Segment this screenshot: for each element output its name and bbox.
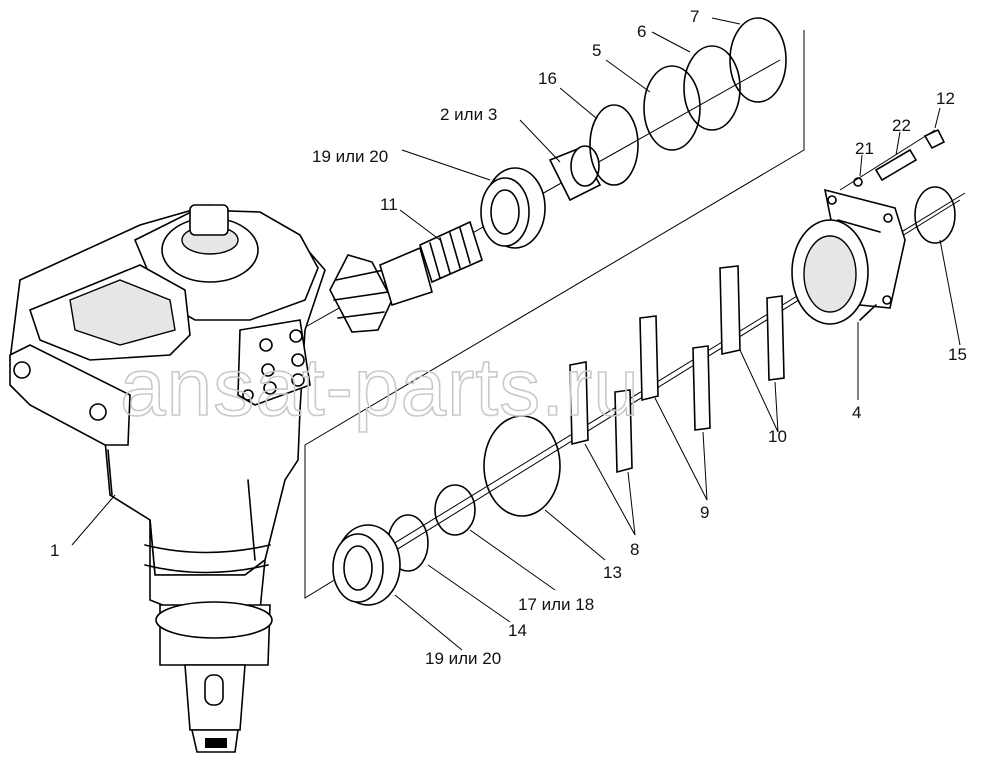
- label-part-14: 14: [508, 621, 527, 640]
- label-part-7: 7: [690, 7, 699, 26]
- label-part-5: 5: [592, 41, 601, 60]
- label-part-13: 13: [603, 563, 622, 582]
- label-part-22: 22: [892, 116, 911, 135]
- shim-plates-9: [639, 315, 711, 431]
- label-part-4: 4: [852, 403, 861, 422]
- spacer-ring: [434, 484, 476, 536]
- label-part-17-or-18: 17 или 18: [518, 595, 594, 614]
- snap-ring-16: [589, 104, 639, 186]
- gearbox-housing: [9, 204, 326, 753]
- bevel-gear-shaft: [329, 220, 483, 333]
- label-part-6: 6: [637, 22, 646, 41]
- watermark: ansat-parts.ru: [120, 342, 640, 433]
- assembly-axes: [299, 59, 961, 561]
- label-part-10: 10: [768, 427, 787, 446]
- shims-5-6-7: [643, 17, 787, 151]
- label-part-15: 15: [948, 345, 967, 364]
- label-part-12: 12: [936, 89, 955, 108]
- callout-labels: 1 2 или 3 4 5 6 7 8 9 10 11 12 13 14 15 …: [50, 7, 967, 668]
- sleeve: [548, 145, 602, 202]
- label-part-16: 16: [538, 69, 557, 88]
- label-part-11: 11: [380, 195, 398, 214]
- flange-housing: [791, 188, 906, 325]
- bearing-top: [480, 167, 546, 249]
- label-part-19-or-20-top: 19 или 20: [312, 147, 388, 166]
- label-part-19-or-20-bottom: 19 или 20: [425, 649, 501, 668]
- shim-plates-8: [569, 361, 633, 474]
- bearing-bottom: [332, 524, 401, 606]
- shim-plates-10: [719, 265, 785, 381]
- label-part-8: 8: [630, 540, 639, 559]
- assembly-frame: [304, 30, 966, 599]
- o-ring-13: [483, 415, 561, 517]
- label-part-9: 9: [700, 503, 709, 522]
- label-part-21: 21: [855, 139, 874, 158]
- label-part-1: 1: [50, 541, 59, 560]
- leader-lines: [71, 17, 961, 651]
- stud-assembly: [853, 128, 946, 187]
- retaining-ring-15: [914, 186, 956, 244]
- label-part-2-or-3: 2 или 3: [440, 105, 497, 124]
- cover-bolts: [242, 329, 305, 401]
